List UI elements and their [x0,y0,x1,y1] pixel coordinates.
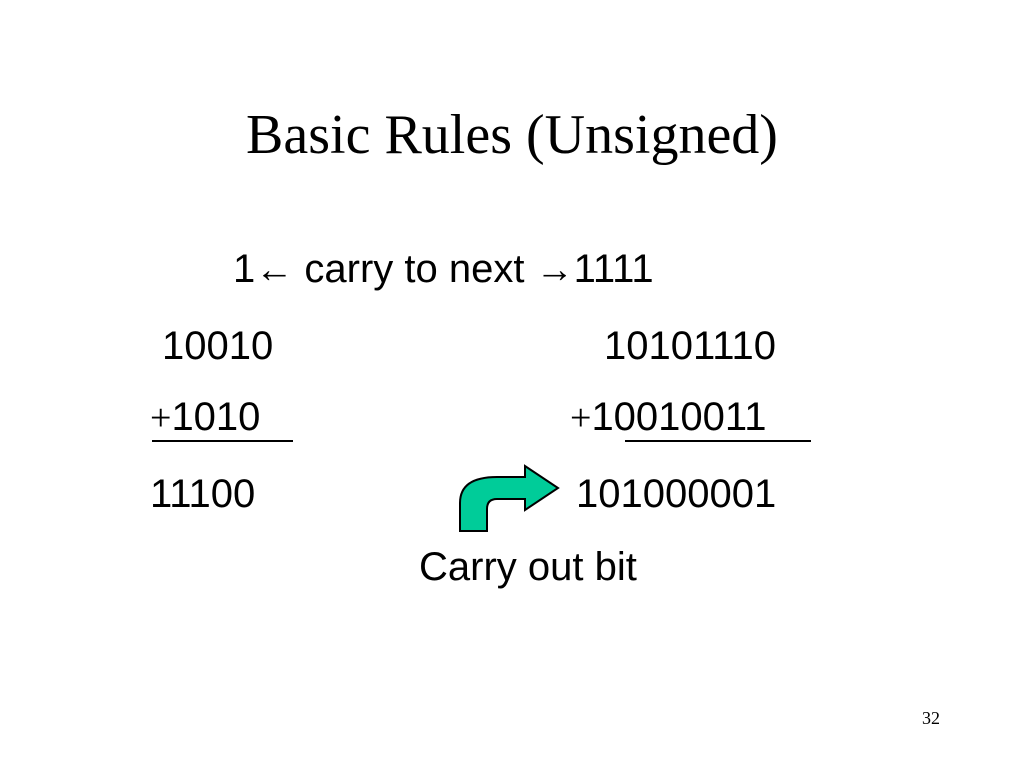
example1-addend1: 10010 [162,324,274,368]
left-carry: 1 [233,247,256,291]
example2-addend2: 10010011 [591,395,767,439]
example2-addend1: 10101110 [604,324,777,368]
example1-sum: 11100 [150,472,256,516]
slide-title: Basic Rules (Unsigned) [246,104,778,166]
left-arrow-icon: ← [255,249,294,291]
plus-icon: + [150,397,172,439]
example2-addend2-row: +10010011 [570,393,766,442]
example1-addend2: 1010 [171,395,261,439]
example1-sum-rule [152,440,293,442]
carry-line: 1← carry to next →1111 [233,245,654,294]
example2-sum: 101000001 [576,472,777,516]
curved-arrow-icon [459,464,560,532]
example2-sum-rule [625,440,811,442]
plus-icon: + [570,397,592,439]
right-carry: 1111 [573,247,654,291]
curved-arrow-shape [459,464,560,532]
example1-addend2-row: +1010 [150,393,260,442]
right-arrow-icon: → [535,249,574,291]
carry-out-bit-label: Carry out bit [419,545,637,589]
carry-to-next-label: carry to next [304,247,525,291]
slide-number: 32 [922,708,940,728]
